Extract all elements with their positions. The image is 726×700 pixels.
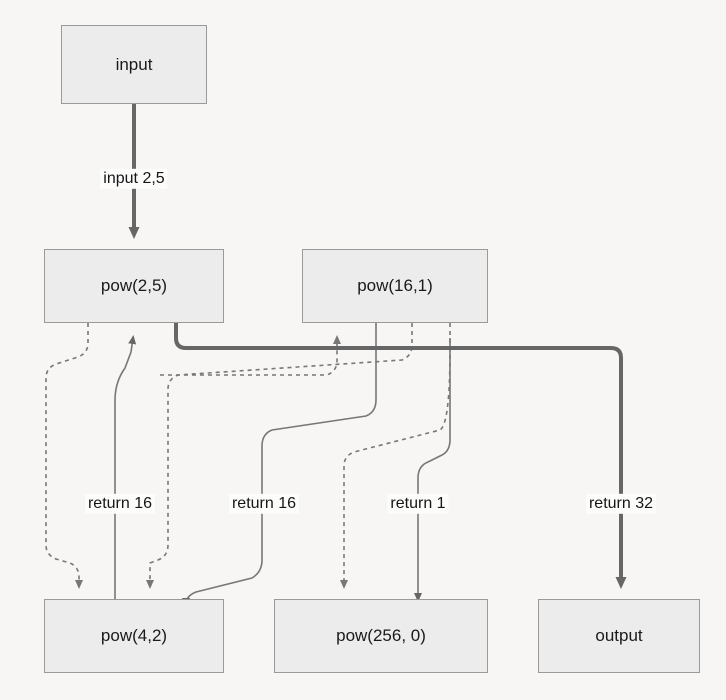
edge-label-return-16-a: return 16 [84,493,156,515]
edge-label-input: input 2,5 [100,168,168,190]
node-input-label: input [115,54,153,74]
edge-pow161-to-pow42-dashed [146,323,413,589]
edge-pow25-to-pow42-dashed [45,323,89,589]
node-output-label: output [595,626,643,645]
edge-label-return-16-b: return 16 [228,493,300,515]
node-pow-256-0[interactable]: pow(256, 0) [274,599,488,673]
node-output[interactable]: output [538,599,700,673]
edge-label-return-32: return 32 [585,493,657,515]
edge-pow42-to-pow161-return16 [182,323,377,607]
node-pow-2-5-label: pow(2,5) [100,276,168,295]
edge-pow42-to-pow25-return16 [114,335,137,599]
node-pow-256-0-label: pow(256, 0) [336,626,426,645]
node-pow-16-1[interactable]: pow(16,1) [302,249,488,323]
edge-label-return-1: return 1 [387,493,449,515]
edge-pow161-dashed-to-pow2560 [340,323,451,589]
node-input[interactable]: input [61,25,207,104]
node-pow-16-1-label: pow(16,1) [357,276,433,295]
edge-pow2560-to-pow161-return1 [414,338,451,602]
node-pow-4-2-label: pow(4,2) [100,626,168,645]
edge-pow25-to-output-return32 [174,323,627,589]
node-pow-2-5[interactable]: pow(2,5) [44,249,224,323]
node-pow-4-2[interactable]: pow(4,2) [44,599,224,673]
edge-dashed-into-pow161 [160,335,341,376]
